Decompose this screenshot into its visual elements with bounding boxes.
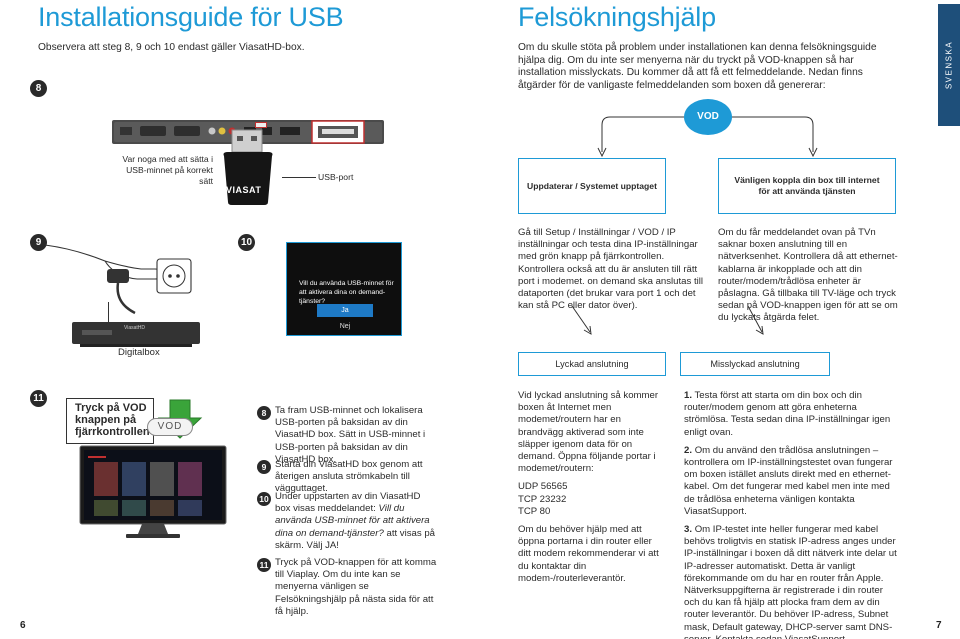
box-rear-panel-illustration: [112, 118, 384, 146]
dialog-yes-button[interactable]: Ja: [317, 304, 373, 317]
port-item: UDP 56565: [518, 481, 568, 493]
failure-column: 1. Testa först att starta om din box och…: [684, 390, 900, 639]
step-8-text: Ta fram USB-minnet och lokalisera USB-po…: [275, 405, 426, 465]
step-11-list-badge: 11: [257, 558, 271, 572]
step-9-list-badge: 9: [257, 460, 271, 474]
success-text-2: Om du behöver hjälp med att öppna portar…: [518, 524, 659, 584]
digitalbox-illustration: ViasatHD: [72, 322, 200, 344]
language-side-tab: SVENSKA: [938, 4, 960, 126]
flow-arrows-bottom: [560, 300, 860, 356]
usb-port-label: USB-port: [318, 172, 354, 182]
vod-remote-button: VOD: [147, 418, 193, 436]
success-column: Vid lyckad anslutning så kommer boxen åt…: [518, 390, 666, 585]
error-box-updating: Uppdaterar / Systemet upptaget: [518, 158, 666, 214]
step-11-badge: 11: [30, 390, 47, 407]
step-9-text: Starta din ViasatHD box genom att återig…: [275, 459, 423, 495]
usb-caption: Var noga med att sätta i USB-minnet på k…: [122, 154, 213, 186]
tv-dialog-screen: Vill du använda USB-minnet för att aktiv…: [286, 242, 402, 336]
step-8-badge: 8: [30, 80, 47, 97]
left-page-title: Installationsguide för USB: [38, 2, 344, 32]
port-item: TCP 80: [518, 505, 551, 517]
digitalbox-base: [80, 344, 192, 347]
updating-solution-text: Gå till Setup / Inställningar / VOD / IP…: [518, 227, 704, 312]
result-failure-box: Misslyckad anslutning: [680, 352, 830, 376]
usb-stick-illustration: [218, 128, 278, 206]
side-tab-label: SVENSKA: [944, 40, 954, 90]
step-10-text: Under uppstarten av din ViasatHD box vis…: [275, 491, 436, 551]
vod-circle: VOD: [684, 99, 732, 135]
port-item: TCP 23232: [518, 493, 567, 505]
vod-instruction-text: Tryck på VOD knappen på fjärrkontrollen: [75, 402, 150, 438]
right-page-title: Felsökningshjälp: [518, 2, 716, 32]
tv-illustration: [78, 444, 228, 542]
error-box-no-internet: Vänligen koppla din box till internet fö…: [718, 158, 896, 214]
usb-note: Observera att steg 8, 9 och 10 endast gä…: [38, 42, 305, 53]
usb-port-marker: [255, 122, 267, 128]
power-cable-line: [108, 302, 109, 322]
flow-arrows-top: [580, 100, 860, 160]
fail-item-2: 2. Om du använd den trådlösa anslutninge…: [684, 444, 893, 517]
success-text-1: Vid lyckad anslutning så kommer boxen åt…: [518, 390, 659, 475]
power-plug-illustration: [44, 233, 225, 318]
step-9-badge: 9: [30, 234, 47, 251]
digitalbox-label: Digitalbox: [118, 347, 160, 358]
dialog-message: Vill du använda USB-minnet för att aktiv…: [299, 280, 394, 305]
step-8-list-badge: 8: [257, 406, 271, 420]
fail-item-3: 3. Om IP-testet inte heller fungerar med…: [684, 524, 897, 639]
no-internet-solution-text: Om du får meddelandet ovan på TVn saknar…: [718, 227, 898, 324]
page-number-right: 7: [936, 620, 942, 631]
fail-item-1: 1. Testa först att starta om din box och…: [684, 390, 891, 438]
result-success-box: Lyckad anslutning: [518, 352, 666, 376]
troubleshoot-intro: Om du skulle stöta på problem under inst…: [518, 42, 877, 91]
step-11-text: Tryck på VOD-knappen för att komma till …: [275, 557, 437, 617]
page-number-left: 6: [20, 620, 26, 631]
dialog-no-button[interactable]: Nej: [339, 323, 351, 330]
step-10-list-badge: 10: [257, 492, 271, 506]
usb-port-pointer-line: [282, 177, 316, 178]
usb-brand-label: VIASAT: [226, 185, 262, 195]
step-10-badge: 10: [238, 234, 255, 251]
